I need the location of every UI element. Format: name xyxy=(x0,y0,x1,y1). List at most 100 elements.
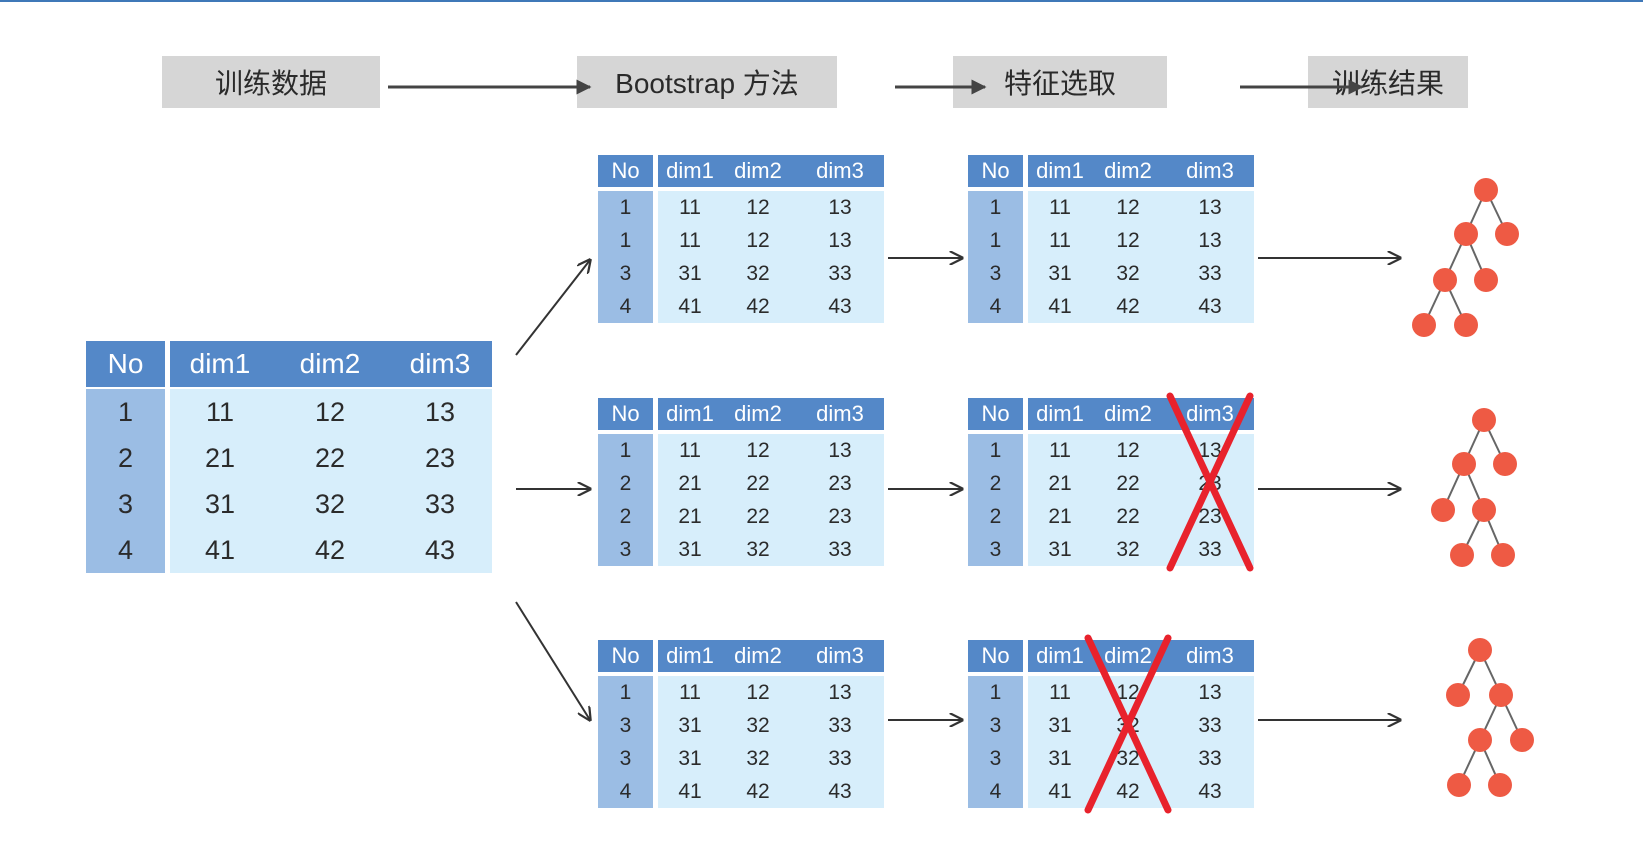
table-cell: 11 xyxy=(1049,680,1071,704)
table-cell: 12 xyxy=(1116,228,1140,252)
table-cell: 31 xyxy=(1048,261,1072,285)
table-cell: 2 xyxy=(989,504,1002,528)
header-dim2: dim2 xyxy=(1104,158,1152,183)
header-dim3: dim3 xyxy=(816,643,864,668)
table-cell: 2 xyxy=(619,471,632,495)
header-dim2: dim2 xyxy=(299,348,361,379)
no-column xyxy=(968,191,1023,323)
table-cell: 4 xyxy=(619,294,632,318)
tree-node xyxy=(1495,222,1519,246)
header-no: No xyxy=(598,640,653,672)
table-cell: 12 xyxy=(1116,195,1140,219)
tree-node xyxy=(1510,728,1534,752)
tree-node xyxy=(1491,543,1515,567)
table-cell: 43 xyxy=(1198,294,1222,318)
table-cell: 41 xyxy=(1048,294,1072,318)
table-cell: 32 xyxy=(746,537,770,561)
table-cell: 31 xyxy=(678,537,702,561)
table-cell: 31 xyxy=(204,488,236,519)
table-cell: 12 xyxy=(314,396,346,427)
feature-table-3: Nodim1dim2dim311112133313233331323344142… xyxy=(968,640,1254,808)
data-area xyxy=(1028,191,1254,323)
table-cell: 31 xyxy=(678,713,702,737)
header-dim2: dim2 xyxy=(734,158,782,183)
table-cell: 13 xyxy=(828,438,852,462)
table-cell: 3 xyxy=(619,746,632,770)
table-cell: 1 xyxy=(619,195,632,219)
table-cell: 12 xyxy=(1116,438,1140,462)
table-cell: 32 xyxy=(1116,261,1140,285)
table-cell: 31 xyxy=(1048,746,1072,770)
table-cell: 33 xyxy=(1198,713,1222,737)
tree-node xyxy=(1474,268,1498,292)
tree-node xyxy=(1468,638,1492,662)
tree-node xyxy=(1454,222,1478,246)
table-cell: 23 xyxy=(1198,504,1222,528)
table-cell: 21 xyxy=(678,471,702,495)
table-cell: 2 xyxy=(989,471,1002,495)
header-no: No xyxy=(86,341,165,387)
table-cell: 43 xyxy=(828,779,852,803)
table-cell: 32 xyxy=(1116,537,1140,561)
table-cell: 1 xyxy=(619,228,632,252)
table-cell: 42 xyxy=(314,534,346,565)
header-no: No xyxy=(598,155,653,187)
header-dim1: dim1 xyxy=(1036,158,1084,183)
table-cell: 23 xyxy=(828,471,852,495)
table-cell: 13 xyxy=(1198,228,1222,252)
table-cell: 31 xyxy=(678,746,702,770)
cross-mark-icon xyxy=(1084,634,1172,814)
table-cell: 12 xyxy=(746,228,770,252)
stage-training-data: 训练数据 xyxy=(162,56,380,108)
header-dim3: dim3 xyxy=(1186,158,1234,183)
no-column xyxy=(968,676,1023,808)
data-area xyxy=(170,389,492,573)
table-cell: 11 xyxy=(679,438,701,462)
table-cell: 13 xyxy=(828,195,852,219)
tree-node xyxy=(1452,452,1476,476)
table-cell: 42 xyxy=(1116,294,1140,318)
header-no: No xyxy=(968,640,1023,672)
header-dims: dim1 dim2 dim3 xyxy=(170,341,492,387)
tree-node xyxy=(1431,498,1455,522)
table-cell: 11 xyxy=(679,680,701,704)
header-dim3: dim3 xyxy=(1186,401,1234,426)
table-cell: 3 xyxy=(117,488,134,519)
table-cell: 33 xyxy=(828,537,852,561)
table-cell: 42 xyxy=(746,294,770,318)
table-cell: 13 xyxy=(1198,680,1222,704)
table-cell: 22 xyxy=(314,442,346,473)
table-cell: 11 xyxy=(1049,438,1071,462)
table-cell: 12 xyxy=(746,195,770,219)
tree-node xyxy=(1489,683,1513,707)
table-cell: 32 xyxy=(1116,746,1140,770)
table-cell: 43 xyxy=(424,534,456,565)
stage-bootstrap-method: Bootstrap 方法 xyxy=(577,56,837,108)
table-cell: 21 xyxy=(1048,471,1072,495)
decision-tree-icon xyxy=(1446,638,1534,797)
header-dim3: dim3 xyxy=(409,348,471,379)
no-column xyxy=(968,434,1023,566)
table-cell: 41 xyxy=(1048,779,1072,803)
table-cell: 33 xyxy=(1198,537,1222,561)
table-cell: 33 xyxy=(828,746,852,770)
table-cell: 21 xyxy=(1048,504,1072,528)
header-dims: dim1 dim2 dim3 xyxy=(1028,155,1254,187)
table-cell: 13 xyxy=(1198,195,1222,219)
table-cell: 3 xyxy=(619,261,632,285)
original-data-table: No dim1 dim2 dim3 1 11 12 13 2 21 22 23 … xyxy=(86,341,492,573)
table-cell: 31 xyxy=(678,261,702,285)
tree-node xyxy=(1454,313,1478,337)
table-cell: 31 xyxy=(1048,537,1072,561)
arrow-right-icon xyxy=(515,260,590,356)
no-column xyxy=(598,434,653,566)
tree-node xyxy=(1447,773,1471,797)
header-dim1: dim1 xyxy=(189,348,251,379)
